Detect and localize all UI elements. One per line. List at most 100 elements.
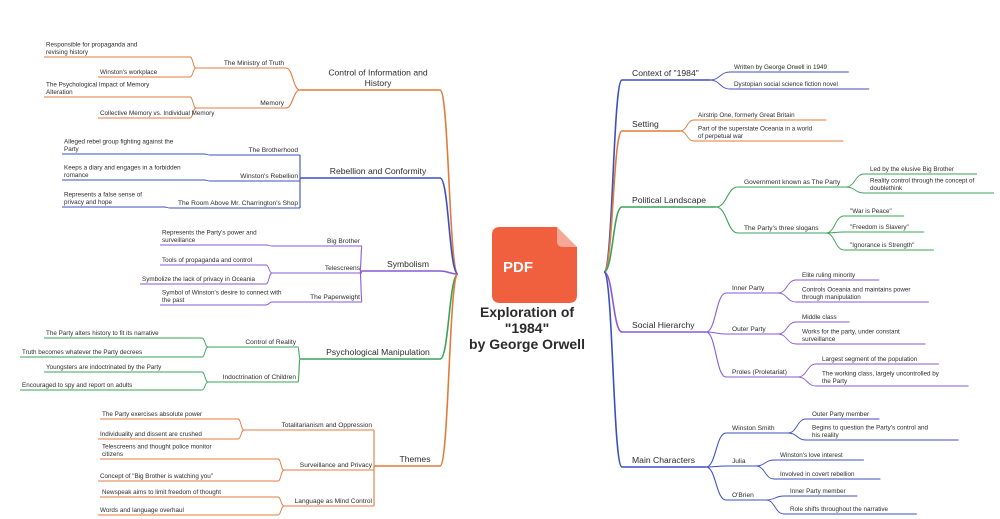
leaf-outer-party-member[interactable]: Outer Party member	[812, 411, 869, 418]
sub-branch-line	[705, 466, 727, 501]
leaf-concept-of-big-brother-is-watching-you[interactable]: Concept of "Big Brother is watching you"	[100, 473, 213, 480]
leaf-line	[755, 465, 775, 480]
leaf-tools-of-propaganda-and-control[interactable]: Tools of propaganda and control	[162, 257, 252, 264]
subtopic-the-paperweight[interactable]: The Paperweight	[310, 294, 360, 301]
subtopic-surveillance-and-privacy[interactable]: Surveillance and Privacy	[300, 462, 373, 469]
sub-branch-line	[715, 206, 739, 234]
main-topic-political-landscape[interactable]: Political Landscape	[632, 195, 706, 205]
leaf-line	[189, 107, 197, 119]
leaf-line	[265, 301, 273, 306]
leaf-line	[237, 418, 245, 431]
connector-lines	[20, 56, 994, 516]
subtopic-julia[interactable]: Julia	[732, 458, 746, 465]
leaf-begins-to-question-the-party-s-control-a[interactable]: Begins to question the Party's control a…	[812, 424, 929, 439]
leaf-winston-s-workplace[interactable]: Winston's workplace	[100, 69, 158, 76]
main-topic-themes[interactable]: Themes	[399, 454, 430, 464]
subtopic-winston-s-rebellion[interactable]: Winston's Rebellion	[240, 173, 298, 180]
subtopic-outer-party[interactable]: Outer Party	[732, 326, 766, 333]
leaf-airstrip-one-formerly-great-britain[interactable]: Airstrip One, formerly Great Britain	[698, 112, 795, 119]
leaf-the-party-exercises-absolute-power[interactable]: The Party exercises absolute power	[102, 411, 202, 418]
leaf-individuality-and-dissent-are-crushed[interactable]: Individuality and dissent are crushed	[100, 431, 202, 438]
leaf-winston-s-love-interest[interactable]: Winston's love interest	[780, 452, 843, 459]
main-topic-symbolism[interactable]: Symbolism	[387, 259, 429, 269]
branch-line	[439, 273, 459, 360]
leaf-line	[709, 79, 731, 90]
leaf-led-by-the-elusive-big-brother[interactable]: Led by the elusive Big Brother	[870, 166, 954, 173]
sub-branch-line	[297, 358, 301, 383]
leaf-the-working-class-largely-uncontrolled-b[interactable]: The working class, largely uncontrolled …	[822, 370, 940, 385]
leaf-line	[189, 96, 197, 109]
leaf-middle-class[interactable]: Middle class	[802, 314, 837, 321]
subtopic-government-known-as-the-party[interactable]: Government known as The Party	[744, 179, 841, 186]
central-topic[interactable]: PDF Exploration of"1984"by George Orwell	[469, 227, 585, 352]
subtopic-language-as-mind-control[interactable]: Language as Mind Control	[295, 498, 373, 505]
subtopic-telescreens[interactable]: Telescreens	[325, 265, 361, 272]
subtopic-o-brien[interactable]: O'Brien	[732, 492, 754, 499]
main-topic-setting[interactable]: Setting	[632, 119, 659, 129]
leaf-words-and-language-overhaul[interactable]: Words and language overhaul	[100, 507, 184, 514]
main-topic-social-hierarchy[interactable]: Social Hierarchy	[632, 320, 695, 330]
subtopic-memory[interactable]: Memory	[260, 100, 285, 107]
leaf-war-is-peace[interactable]: "War is Peace"	[850, 208, 892, 215]
leaf-freedom-is-slavery[interactable]: "Freedom is Slavery"	[850, 224, 909, 231]
leaf-the-party-alters-history-to-fit-its-narr[interactable]: The Party alters history to fit its narr…	[46, 330, 159, 337]
sub-branch-line	[297, 346, 301, 360]
subtopic-the-ministry-of-truth[interactable]: The Ministry of Truth	[224, 60, 284, 67]
leaf-line	[237, 429, 245, 440]
leaf-symbol-of-winston-s-desire-to-connect-wi[interactable]: Symbol of Winston's desire to connect wi…	[162, 289, 282, 304]
main-topic-context-of-1984[interactable]: Context of "1984"	[632, 68, 699, 78]
leaf-part-of-the-superstate-oceania-in-a-worl[interactable]: Part of the superstate Oceania in a worl…	[698, 125, 813, 140]
leaf-ignorance-is-strength[interactable]: "Ignorance is Strength"	[850, 242, 914, 249]
leaf-line	[679, 119, 695, 132]
leaf-inner-party-member[interactable]: Inner Party member	[790, 488, 846, 495]
subtopic-the-room-above-mr-charrington-s-shop[interactable]: The Room Above Mr. Charrington's Shop	[178, 200, 298, 207]
leaf-largest-segment-of-the-population[interactable]: Largest segment of the population	[822, 356, 918, 363]
subtopic-the-brotherhood[interactable]: The Brotherhood	[249, 147, 299, 154]
leaf-line	[203, 179, 211, 182]
subtopic-totalitarianism-and-oppression[interactable]: Totalitarianism and Oppression	[281, 422, 372, 429]
leaf-involved-in-covert-rebellion[interactable]: Involved in covert rebellion	[780, 471, 855, 478]
subtopic-big-brother[interactable]: Big Brother	[327, 238, 361, 245]
leaf-encouraged-to-spy-and-report-on-adults[interactable]: Encouraged to spy and report on adults	[22, 382, 132, 389]
leaf-keeps-a-diary-and-engages-in-a-forbidden[interactable]: Keeps a diary and engages in a forbidden…	[64, 164, 181, 179]
branch-line	[603, 206, 623, 273]
subtopic-indoctrination-of-children[interactable]: Indoctrination of Children	[223, 374, 297, 381]
sub-branch-line	[715, 186, 739, 208]
leaf-role-shifts-throughout-the-narrative[interactable]: Role shifts throughout the narrative	[790, 506, 889, 513]
leaf-line	[709, 71, 731, 81]
sub-branch-line	[705, 292, 727, 333]
main-topic-main-characters[interactable]: Main Characters	[632, 455, 695, 465]
subtopic-control-of-reality[interactable]: Control of Reality	[245, 339, 296, 346]
main-topic-rebellion-and-conformity[interactable]: Rebellion and Conformity	[330, 166, 427, 176]
leaf-symbolize-the-lack-of-privacy-in-oceania[interactable]: Symbolize the lack of privacy in Oceania	[142, 276, 256, 283]
main-topic-psychological-manipulation[interactable]: Psychological Manipulation	[326, 347, 430, 357]
leaf-youngsters-are-indoctrinated-by-the-part[interactable]: Youngsters are indoctrinated by the Part…	[46, 364, 162, 371]
leaf-line	[797, 376, 817, 387]
leaf-written-by-george-orwell-in-1949[interactable]: Written by George Orwell in 1949	[734, 64, 827, 71]
leaf-line	[203, 153, 211, 156]
leaf-newspeak-aims-to-limit-freedom-of-though[interactable]: Newspeak aims to limit freedom of though…	[102, 489, 221, 496]
subtopic-inner-party[interactable]: Inner Party	[732, 285, 765, 292]
sub-branch-line	[705, 432, 727, 468]
leaf-alleged-rebel-group-fighting-against-the[interactable]: Alleged rebel group fighting against the…	[64, 138, 174, 153]
leaf-line	[825, 215, 845, 234]
leaf-truth-becomes-whatever-the-party-decrees[interactable]: Truth becomes whatever the Party decrees	[22, 349, 142, 356]
subtopic-proles-proletariat[interactable]: Proles (Proletariat)	[732, 369, 787, 376]
subtopic-winston-smith[interactable]: Winston Smith	[732, 425, 775, 432]
leaf-dystopian-social-science-fiction-novel[interactable]: Dystopian social science fiction novel	[734, 81, 838, 88]
leaf-line	[787, 418, 807, 434]
leaf-collective-memory-vs-individual-memory[interactable]: Collective Memory vs. Individual Memory	[100, 110, 215, 117]
leaf-line	[277, 505, 285, 516]
leaf-elite-ruling-minority[interactable]: Elite ruling minority	[802, 272, 856, 279]
subtopic-the-party-s-three-slogans[interactable]: The Party's three slogans	[744, 225, 819, 232]
central-title: Exploration of"1984"by George Orwell	[469, 304, 585, 352]
